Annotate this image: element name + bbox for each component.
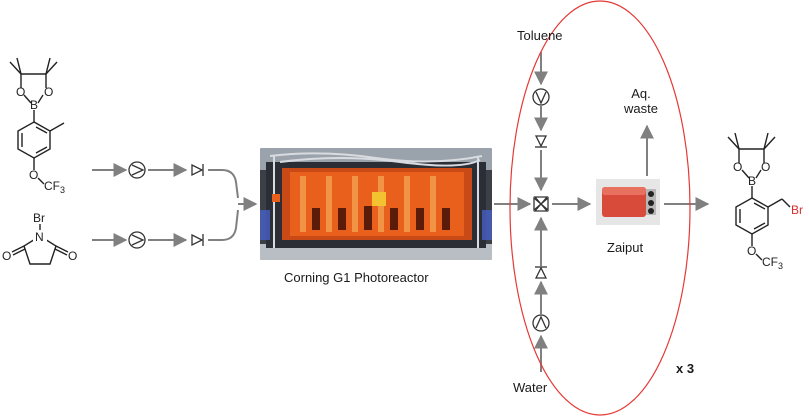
atom-o-right: O <box>44 85 53 99</box>
pump-icon <box>532 88 550 106</box>
check-valve-icon <box>534 266 548 279</box>
feed-line-top <box>92 163 239 199</box>
nbs-n: N <box>35 230 44 244</box>
reactant-bottom-structure <box>11 224 69 265</box>
mixer-valve-icon <box>533 196 549 212</box>
atom-o-left: O <box>16 85 25 99</box>
pump-icon <box>128 231 146 249</box>
product-structure <box>727 132 791 261</box>
cf3-label: CF3 <box>44 179 65 195</box>
aq-waste-label: Aq. waste <box>624 86 658 116</box>
photoreactor-image <box>260 148 492 260</box>
nbs-o-left: O <box>2 249 11 263</box>
reactant-bottom-labels: Br N O O <box>2 211 77 263</box>
check-valve-icon <box>191 233 204 247</box>
feed-line-bottom <box>92 197 258 247</box>
toluene-label: Toluene <box>517 28 563 43</box>
product-o-left: O <box>733 160 742 174</box>
product-cf3-label: CF3 <box>762 255 783 271</box>
nbs-br: Br <box>33 211 45 225</box>
repeat-label: x 3 <box>676 361 695 376</box>
product-o-ether: O <box>747 244 756 258</box>
aq-waste-line1: Aq. <box>631 86 651 101</box>
nbs-o-right: O <box>68 249 77 263</box>
photoreactor-label: Corning G1 Photoreactor <box>284 270 429 285</box>
product-labels: O O B Br O CF3 <box>733 160 803 271</box>
pump-icon <box>128 161 146 179</box>
extraction-loop-ellipse <box>509 0 691 416</box>
water-label: Water <box>513 380 548 395</box>
zaiput-separator-image <box>596 179 660 225</box>
check-valve-icon <box>191 163 204 177</box>
aq-waste-line2: waste <box>624 101 658 116</box>
reactant-top-labels: O O B O CF3 <box>16 85 65 195</box>
atom-o-ether: O <box>29 168 38 182</box>
atom-b: B <box>30 98 38 112</box>
zaiput-label: Zaiput <box>607 240 644 255</box>
reactant-top-structure <box>9 57 65 185</box>
product-b: B <box>748 174 756 188</box>
product-o-right: O <box>761 160 770 174</box>
check-valve-icon <box>534 135 548 148</box>
pump-icon <box>532 314 550 332</box>
product-br: Br <box>791 203 803 217</box>
